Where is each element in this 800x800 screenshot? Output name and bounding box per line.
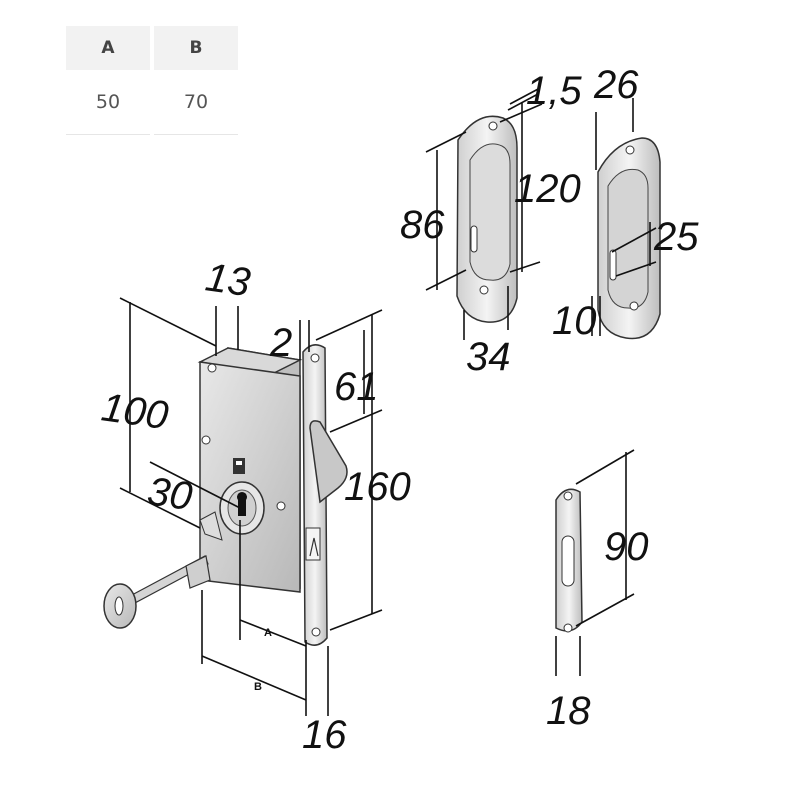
value-a: 50 [66, 70, 150, 135]
lock-dimension-lines [119, 297, 383, 716]
dim-backset: 30 [145, 469, 195, 519]
column-header-a: A [66, 26, 150, 70]
dim-latch-offset: 61 [334, 365, 379, 409]
dim-pull-inner-height: 86 [400, 203, 445, 247]
dim-pull-width: 34 [466, 335, 511, 379]
value-b: 70 [154, 70, 238, 135]
dim-faceplate-height: 160 [344, 465, 411, 509]
key-icon [103, 555, 211, 629]
dim-pull-thickness: 1,5 [526, 69, 582, 113]
dim-pull2-depth: 10 [552, 299, 597, 343]
strike-plate [555, 488, 583, 633]
dim-faceplate-width: 16 [302, 713, 347, 757]
dim-pull2-width: 26 [593, 63, 639, 107]
label-a: A [264, 627, 272, 639]
dim-pull-height: 120 [514, 167, 581, 211]
table-row: 50 70 [66, 70, 238, 135]
column-header-b: B [154, 26, 238, 70]
dim-lock-depth: 13 [203, 255, 253, 305]
flush-pull-side [597, 137, 661, 340]
lock-body [197, 347, 303, 593]
pull-dimension-lines [425, 87, 543, 340]
flush-pull-front [456, 115, 518, 323]
dimension-table: A B 50 70 [62, 26, 242, 135]
pull2-dimension-lines [591, 98, 657, 336]
dim-pull2-slot: 25 [653, 215, 699, 259]
dim-strike-width: 18 [546, 689, 591, 733]
label-b: B [254, 681, 262, 693]
dim-lock-height: 100 [99, 385, 171, 438]
dim-faceplate-thickness: 2 [269, 321, 292, 365]
dim-strike-height: 90 [604, 525, 649, 569]
strike-dimension-lines [555, 449, 635, 676]
faceplate [302, 344, 348, 646]
